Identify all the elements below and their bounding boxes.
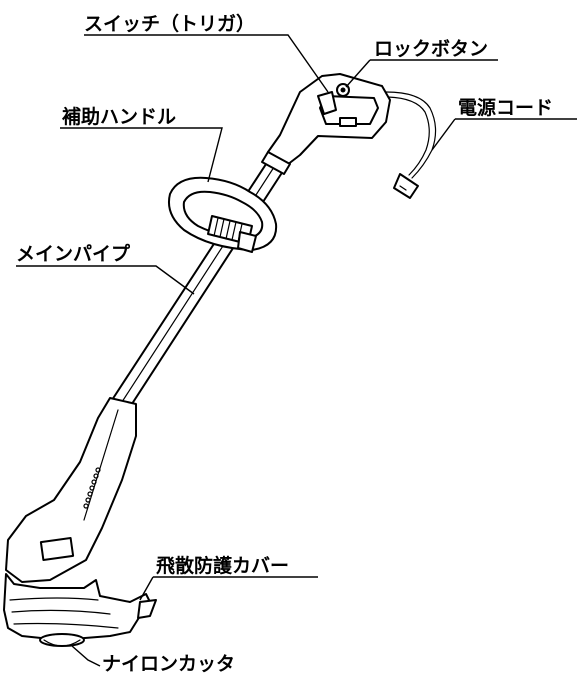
- rear-handle: [261, 73, 391, 175]
- trigger[interactable]: [317, 91, 337, 115]
- power-cord: [385, 91, 437, 199]
- label-scatter-guard: 飛散防護カバー: [156, 554, 289, 577]
- motor-body: [5, 397, 137, 583]
- auxiliary-handle: [168, 176, 278, 253]
- label-nylon-cutter: ナイロンカッタ: [102, 653, 235, 674]
- power-plug: [393, 173, 419, 199]
- vent-slots: [83, 467, 101, 509]
- cutter-head: [3, 573, 157, 647]
- label-switch-trigger: スイッチ（トリガ）: [84, 12, 255, 35]
- label-auxiliary-handle: 補助ハンドル: [61, 105, 176, 128]
- nylon-spool: [39, 633, 85, 647]
- label-power-cord: 電源コード: [458, 96, 553, 119]
- label-main-pipe: メインパイプ: [16, 242, 131, 265]
- guard-lip: [137, 599, 157, 619]
- label-lock-button: ロックボタン: [374, 38, 488, 60]
- leader-lines: [16, 34, 577, 667]
